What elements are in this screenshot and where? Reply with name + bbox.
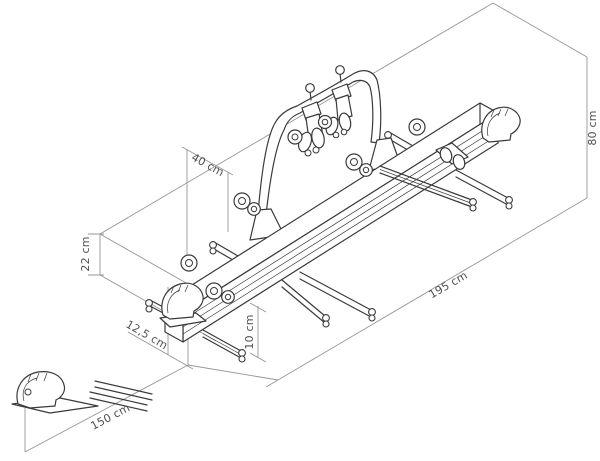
dimension-labels: 40 cm 80 cm 22 cm 195 cm 12,5 cm 10 cm 1… [79,110,599,432]
dim-label-80cm: 80 cm [586,110,599,145]
dim-40-line [181,146,234,176]
dim-125-line [127,331,194,370]
dim-roof-closing-edge [187,364,279,381]
dim-150-line [24,364,189,453]
support-arch [257,70,382,216]
wheel-rollers [435,142,469,170]
frame-clamp-right [317,65,353,139]
dim-22-line [88,233,104,276]
dim-label-40cm: 40 cm [189,151,226,179]
dim-label-10cm: 10 cm [243,314,256,349]
beam-knobs [180,118,469,304]
wheel-holder-detached [11,371,153,414]
dim-box-top-left-edge [99,2,494,235]
wheel-holder-left [159,282,207,328]
wheel-rail-front-segments [202,165,513,363]
dim-10-tick-top [249,302,267,313]
bike-carrier-drawing [11,65,521,414]
dim-label-12-5cm: 12,5 cm [124,318,170,352]
wheel-holder-right [481,106,521,143]
dim-label-22cm: 22 cm [79,236,92,271]
dim-label-195cm: 195 cm [427,269,470,301]
dim-box-top-right-edge [492,2,588,58]
dimension-lines [24,2,588,453]
dim-10-tick-bottom [249,352,267,363]
main-beam [164,102,499,343]
frame-clamp-left [287,83,325,157]
